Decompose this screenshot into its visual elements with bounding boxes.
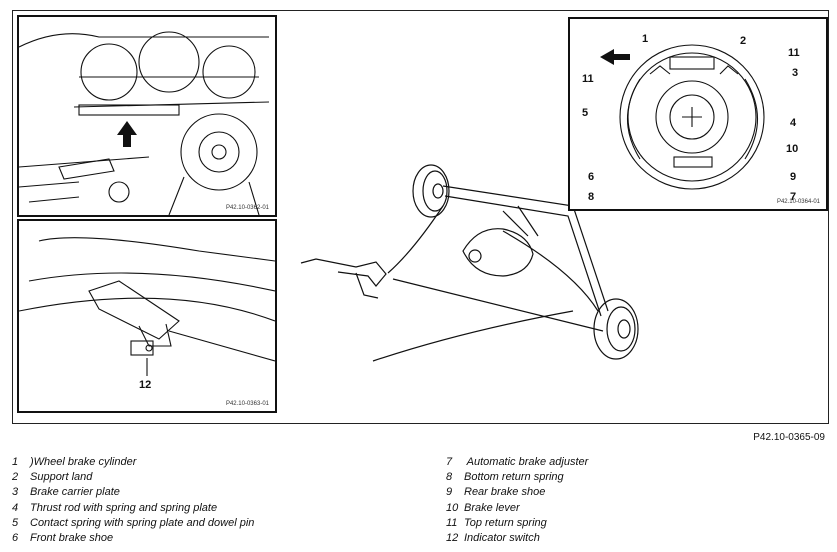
callout-6: 6 <box>588 171 595 183</box>
callout-5: 5 <box>582 107 589 119</box>
callout-10: 10 <box>786 143 799 155</box>
indicator-switch-illustration <box>19 237 275 376</box>
callout-8: 8 <box>588 191 595 203</box>
callout-2: 2 <box>740 35 747 47</box>
callout-9: 9 <box>790 171 797 183</box>
panel-instrument-cluster: P42.10-0362-01 <box>17 15 277 217</box>
panel-indicator-switch: 12 P42.10-0363-01 <box>17 219 277 413</box>
panel-drum-brake-detail: 1 2 11 3 11 5 4 10 6 9 8 7 P42.10-0364-0… <box>568 17 828 211</box>
callout-7: 7 <box>790 191 797 203</box>
diagram-frame: P42.10-0362-01 12 P42.10-0363-01 <box>12 10 829 424</box>
panel-reference: P42.10-0362-01 <box>225 205 269 211</box>
callout-11: 11 <box>582 73 594 85</box>
callout-11: 11 <box>788 47 800 59</box>
figure-reference: P42.10-0365-09 <box>753 432 825 443</box>
panel-reference: P42.10-0363-01 <box>225 401 269 407</box>
instrument-cluster-illustration <box>19 31 270 215</box>
legend-item: 1)Wheel brake cylinder <box>12 456 137 468</box>
drum-brake-illustration <box>600 44 765 190</box>
callout-3: 3 <box>792 67 799 79</box>
callout-12: 12 <box>139 379 152 391</box>
legend-item: 7 Automatic brake adjuster <box>446 456 589 468</box>
callout-4: 4 <box>790 117 797 129</box>
panel-reference: P42.10-0364-01 <box>776 199 820 205</box>
callout-1: 1 <box>642 33 649 45</box>
